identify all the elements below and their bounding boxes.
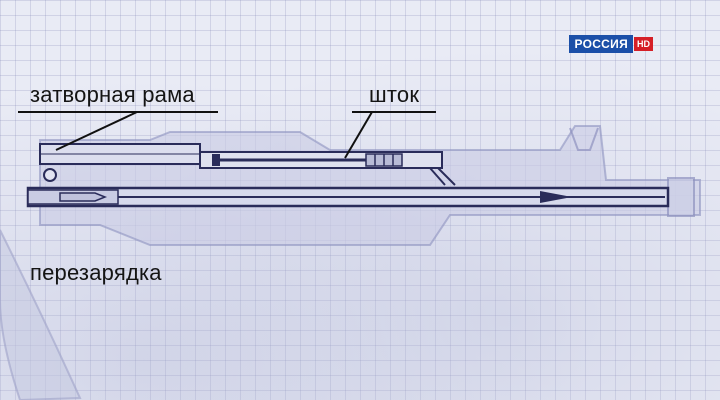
magazine-outline	[0, 229, 82, 400]
hd-badge: HD	[634, 37, 653, 51]
bolt-carrier-label: затворная рама	[30, 82, 195, 107]
channel-logo-text: РОССИЯ	[569, 35, 633, 53]
reload-caption: перезарядка	[30, 260, 162, 285]
channel-logo: РОССИЯ HD	[569, 35, 653, 53]
bullet-arrow	[540, 191, 572, 203]
muzzle-outline	[667, 177, 695, 217]
rod-guide	[212, 154, 220, 166]
piston-rod-leader	[344, 111, 373, 159]
bolt-carrier-leader	[55, 111, 138, 151]
piston-rod-label: шток	[369, 82, 420, 107]
bolt-head	[43, 168, 57, 182]
rear-sight-outline	[569, 127, 599, 151]
gas-port	[429, 167, 456, 186]
cartridge	[59, 192, 108, 202]
